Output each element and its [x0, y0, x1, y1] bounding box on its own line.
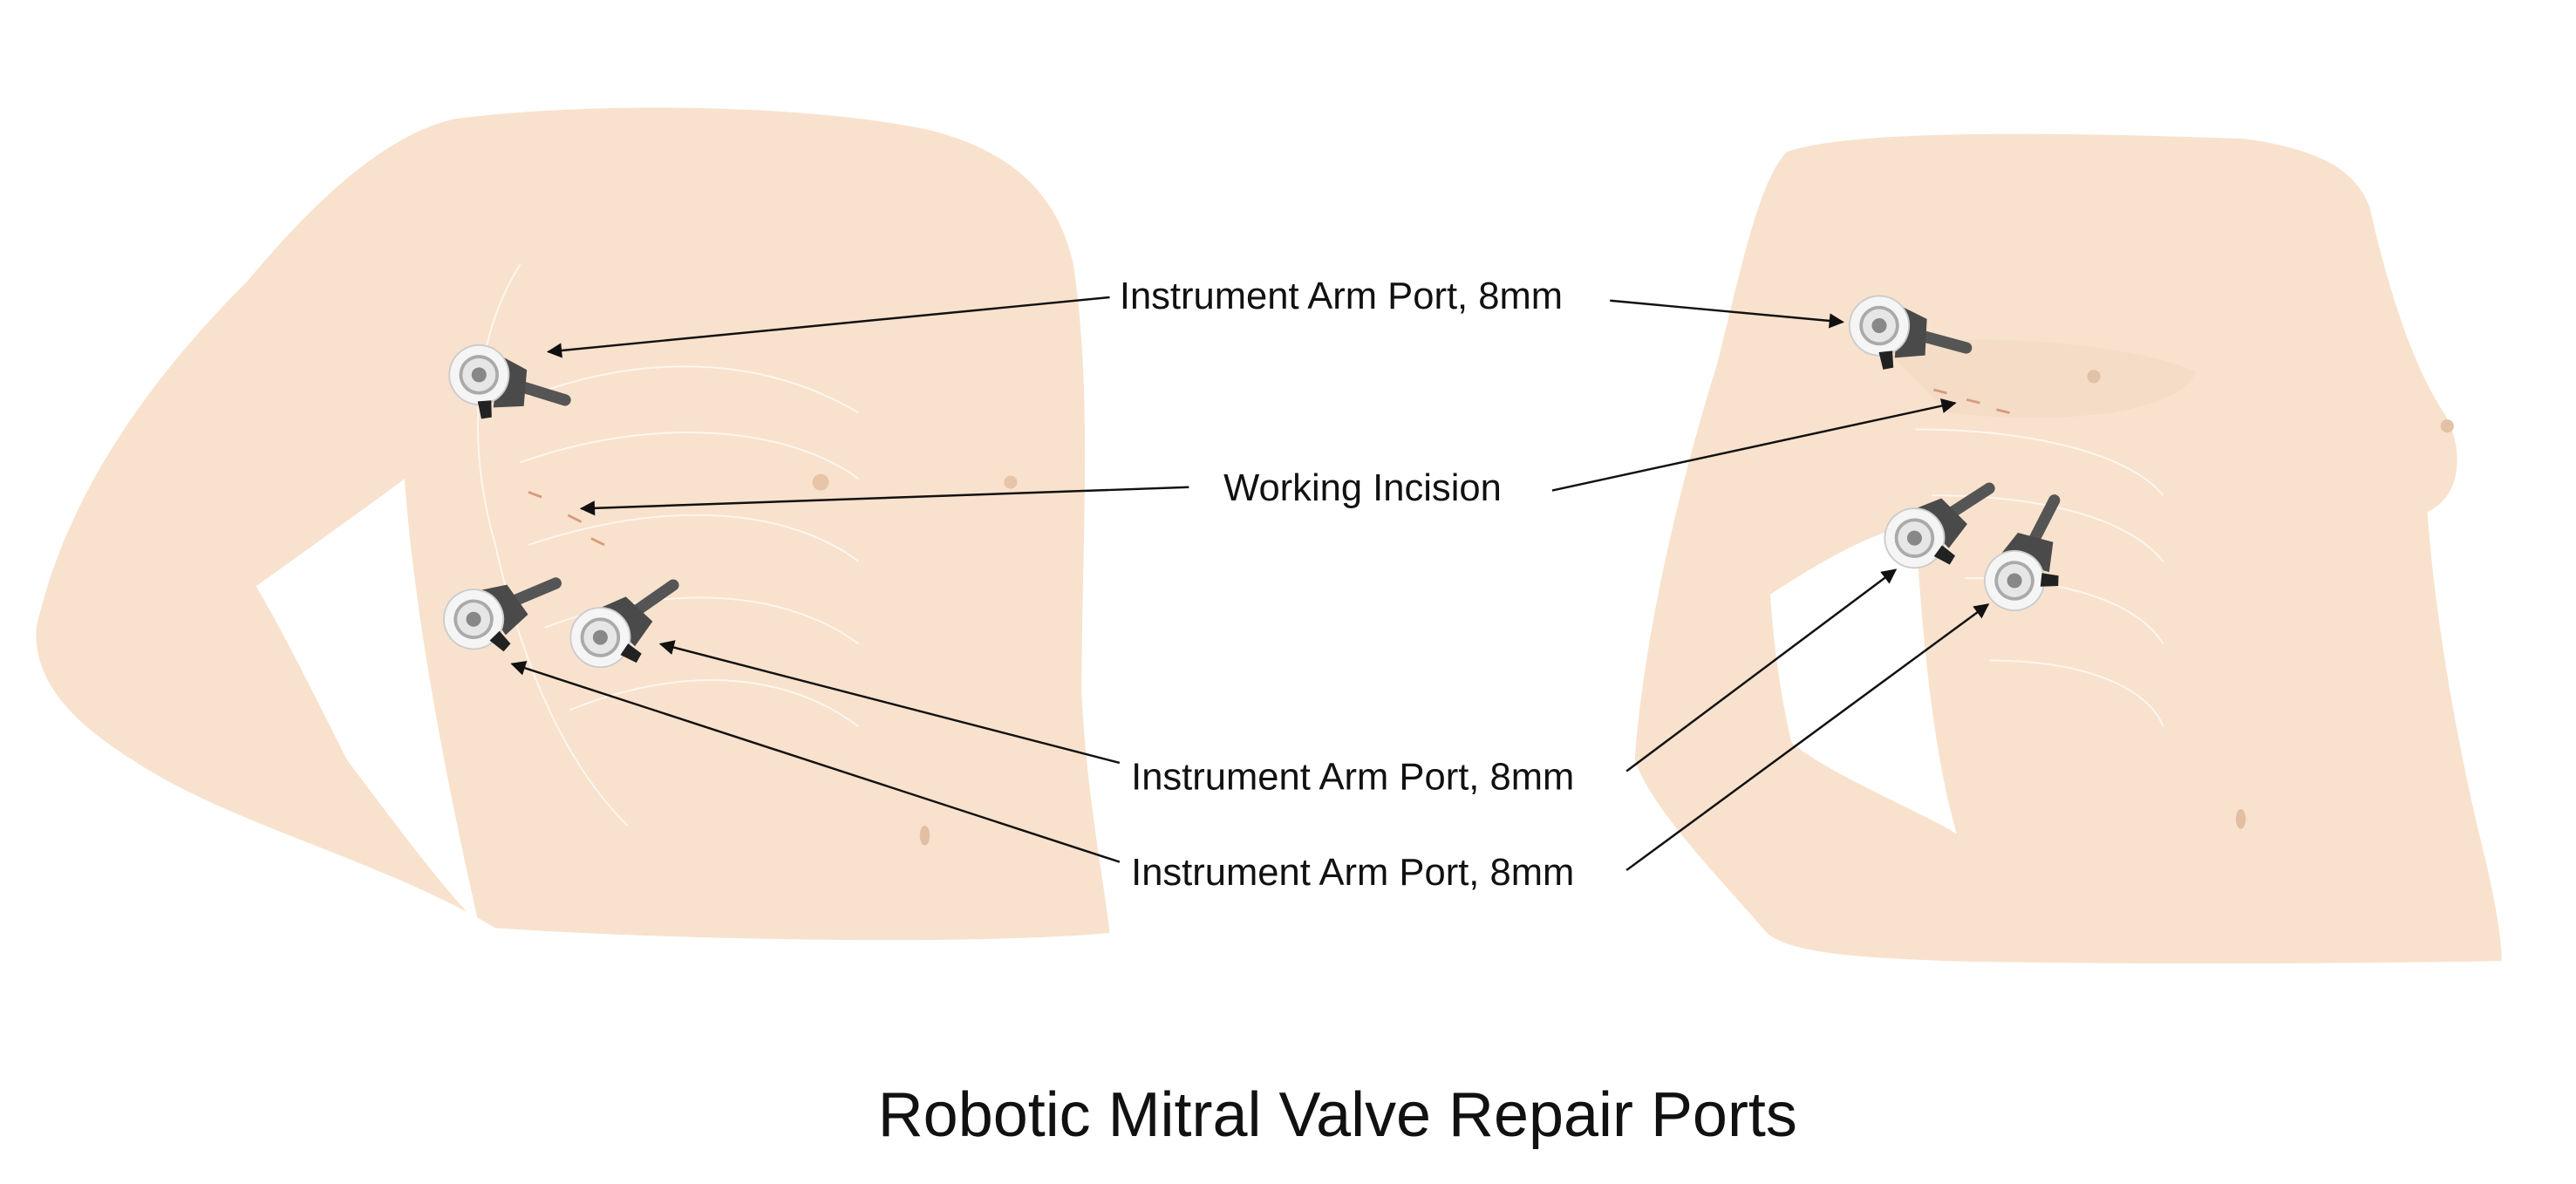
leader-lines	[510, 296, 1990, 872]
label-instrument-arm-port-low: Instrument Arm Port, 8mm	[1131, 852, 1574, 894]
incision-marks-left	[528, 491, 605, 547]
female-torso-illustration	[1634, 133, 2502, 964]
incision-marks-right	[1933, 388, 2010, 414]
diagram-title: Robotic Mitral Valve Repair Ports	[878, 1080, 1797, 1150]
label-working-incision: Working Incision	[1223, 467, 1502, 509]
label-instrument-arm-port-mid: Instrument Arm Port, 8mm	[1131, 756, 1574, 798]
male-torso-illustration	[36, 107, 1110, 941]
label-instrument-arm-port-top: Instrument Arm Port, 8mm	[1120, 276, 1563, 317]
